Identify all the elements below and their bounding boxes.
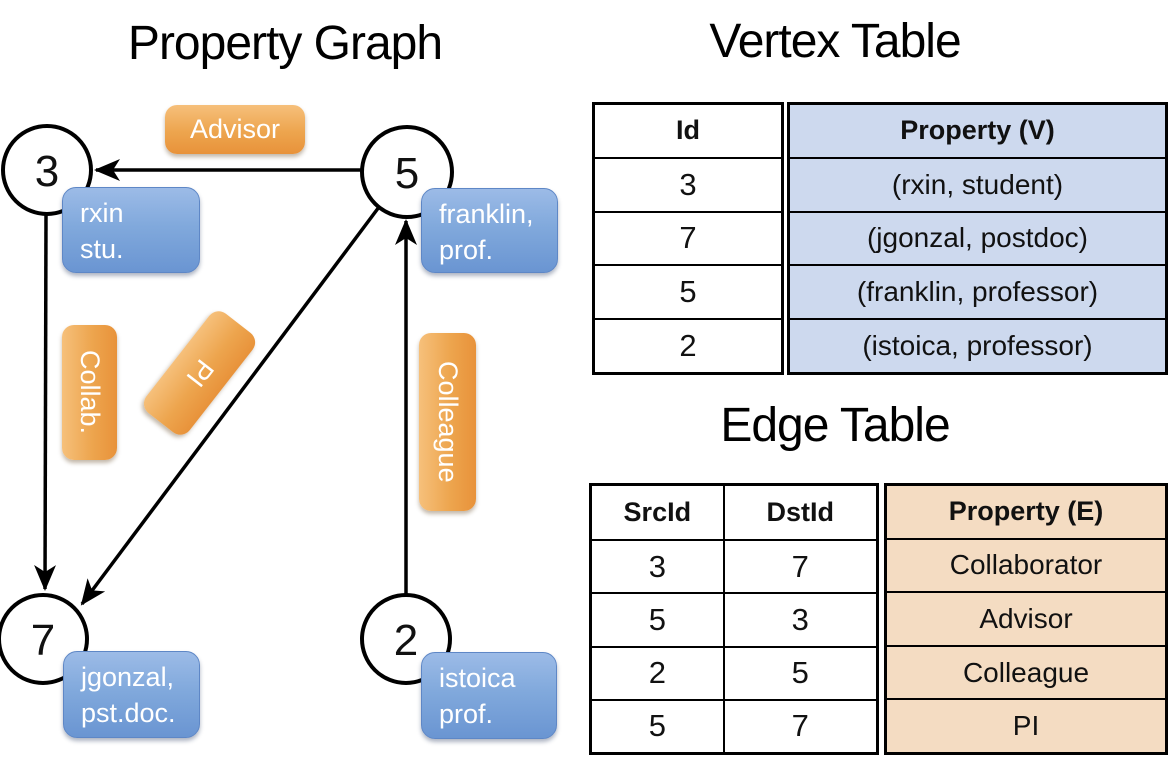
vertex-property-cell: (istoica, professor) [790,318,1165,372]
node-property-line: rxin [80,198,124,228]
node-id-7: 7 [31,616,55,665]
edge-dstid-cell: 7 [722,539,876,593]
edge-dstid-cell: 7 [722,698,876,752]
edge-property-cell: Collaborator [887,537,1165,592]
edge-srcid-cell: 5 [592,698,723,752]
node-property-line: jgonzal, [81,662,175,692]
edge-dstid-header: DstId [722,486,876,540]
edge-pi-arrow [80,205,381,606]
vertex-property-header: Property (V) [900,115,1055,146]
vertex-table-property-column: Property (V) (rxin, student) (jgonzal, p… [787,102,1168,375]
edge-label-colleague: Colleague [419,333,476,511]
vertex-id-cell: 3 [595,156,781,211]
vertex-id-cell: 7 [595,210,781,265]
node-property-line: prof. [439,235,494,265]
edge-property-cell: Colleague [887,644,1165,699]
node-property-box-2: istoica prof. [421,652,557,739]
node-property-line: pst.doc. [81,698,176,728]
node-property-line: istoica [439,663,516,693]
vertex-table-id-column: Id 3 7 5 2 [592,102,784,375]
vertex-id-cell: 5 [595,264,781,318]
edge-collab-arrow [34,213,57,591]
node-property-line: franklin, [439,199,534,229]
vertex-id-cell: 2 [595,318,781,372]
edge-srcid-cell: 3 [592,539,723,592]
node-id-5: 5 [395,149,419,198]
edge-label-advisor: Advisor [165,105,305,154]
property-graph-title: Property Graph [127,17,443,70]
edge-property-cell: Advisor [887,591,1165,645]
edge-label-collab: Collab. [62,325,117,460]
vertex-property-cell: (franklin, professor) [790,264,1165,318]
node-property-box-3: rxin stu. [62,187,200,273]
property-graph-drawing: 3 5 7 2 [0,124,454,685]
edge-table-property-column: Property (E) Collaborator Advisor Collea… [884,483,1168,755]
node-property-box-5: franklin, prof. [421,188,558,273]
edge-srcid-header: SrcId [623,497,692,528]
edge-srcid-cell: 2 [592,645,723,699]
node-id-3: 3 [35,147,59,196]
node-id-2: 2 [394,616,418,665]
node-property-line: stu. [80,234,124,264]
edge-table-id-columns: SrcId DstId 3 7 5 3 2 5 5 7 [589,483,879,755]
node-property-line: prof. [439,699,494,729]
node-property-box-7: jgonzal, pst.doc. [63,651,200,738]
vertex-property-cell: (rxin, student) [790,156,1165,211]
vertex-property-cell: (jgonzal, postdoc) [790,210,1165,265]
vertex-table-title: Vertex Table [709,15,961,68]
edge-dstid-cell: 3 [722,592,876,646]
edge-property-header: Property (E) [948,496,1104,527]
edge-srcid-cell: 5 [592,592,723,645]
edge-property-cell: PI [887,698,1165,752]
edge-table-title: Edge Table [720,399,950,452]
edge-dstid-cell: 5 [722,645,876,699]
vertex-id-header: Id [676,115,700,146]
